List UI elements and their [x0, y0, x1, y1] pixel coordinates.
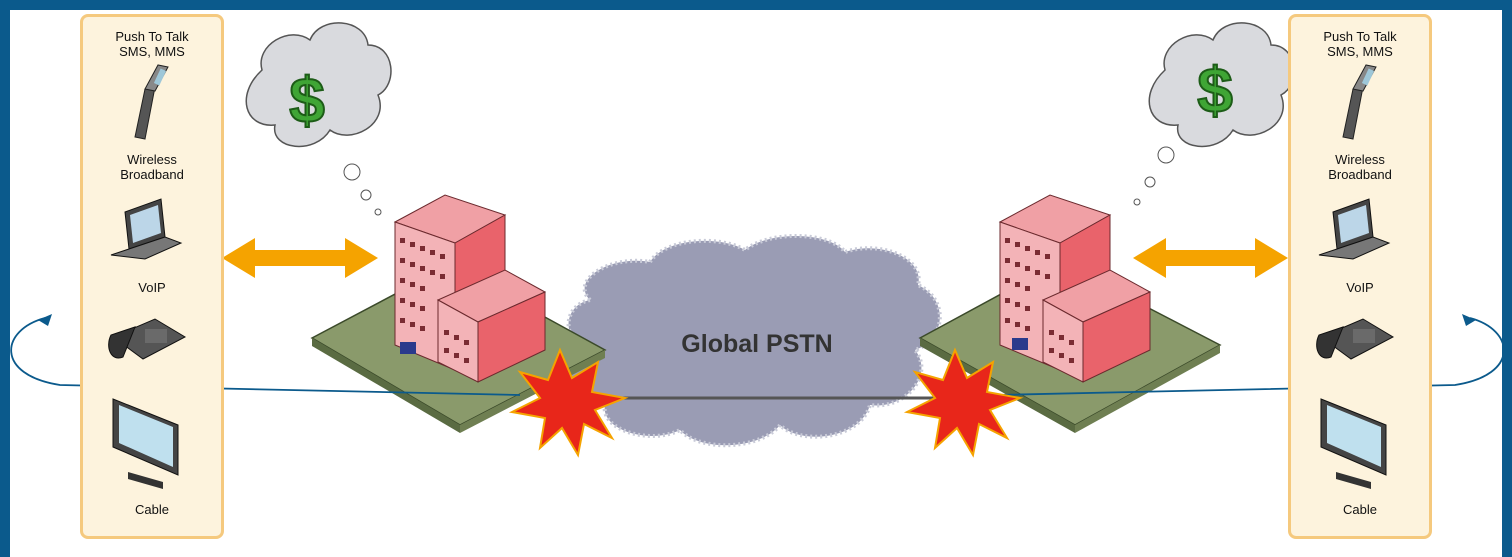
left-service-panel: Push To Talk SMS, MMS Wireless Broadband… — [80, 14, 224, 539]
right-voip-label: VoIP — [1346, 280, 1374, 295]
left-broadband-label-1: Wireless — [127, 152, 177, 167]
laptop-icon — [1318, 198, 1391, 260]
left-dollar-icon: $ — [289, 64, 325, 136]
right-cable-label: Cable — [1343, 502, 1377, 517]
right-thought-bubble — [1133, 22, 1295, 206]
right-double-arrow-icon — [1133, 238, 1288, 278]
right-service-1: Push To Talk — [1323, 29, 1397, 44]
left-burst-icon — [508, 347, 629, 458]
pstn-cloud-label: Global PSTN — [681, 330, 833, 358]
left-thought-bubble — [245, 22, 392, 216]
left-broadband-label-2: Broadband — [120, 167, 184, 182]
right-broadband-label-1: Wireless — [1335, 152, 1385, 167]
right-building-icon — [998, 194, 1152, 383]
left-cable-label: Cable — [135, 502, 169, 517]
right-burst-icon — [903, 347, 1024, 458]
right-service-panel: Push To Talk SMS, MMS Wireless Broadband… — [1288, 14, 1432, 539]
right-service-2: SMS, MMS — [1327, 44, 1393, 59]
monitor-icon — [112, 398, 179, 489]
phone-flip-icon — [134, 64, 169, 140]
left-loop-arrowhead — [38, 314, 52, 326]
left-loop-line — [10, 317, 521, 396]
laptop-icon — [110, 198, 183, 260]
left-voip-label: VoIP — [138, 280, 166, 295]
left-service-2: SMS, MMS — [119, 44, 185, 59]
left-double-arrow-icon — [222, 238, 378, 278]
monitor-icon — [1320, 398, 1387, 489]
right-device-icons — [1316, 64, 1395, 489]
desk-phone-icon — [108, 318, 187, 360]
desk-phone-icon — [1316, 318, 1395, 360]
left-service-1: Push To Talk — [115, 29, 189, 44]
left-device-icons — [108, 64, 187, 489]
right-loop-arrowhead — [1462, 314, 1476, 326]
phone-flip-icon — [1342, 64, 1377, 140]
left-building-icon — [393, 194, 547, 383]
right-loop-line — [994, 317, 1505, 396]
right-dollar-icon: $ — [1197, 54, 1233, 126]
right-broadband-label-2: Broadband — [1328, 167, 1392, 182]
